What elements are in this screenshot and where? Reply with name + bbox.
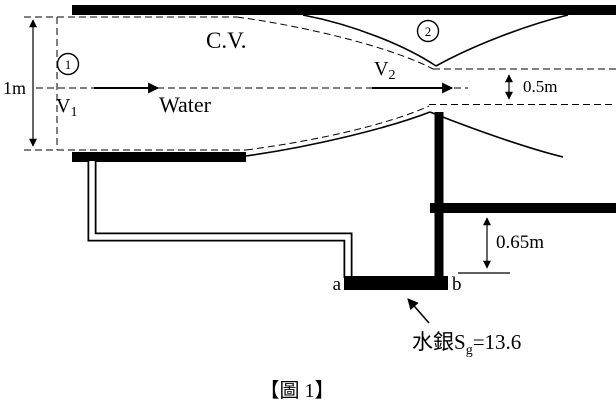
dimension-05m: 0.5m: [505, 74, 557, 100]
nozzle-bottom-right-wall: [429, 111, 564, 158]
water-label: Water: [159, 92, 212, 117]
lower-right-wall: [430, 203, 616, 213]
manometer-left-tube-outer: [87, 161, 353, 278]
station-2-number: 2: [425, 24, 432, 39]
manometer: [87, 112, 448, 290]
cv-top-converging-line: [236, 16, 434, 70]
cv-bottom-converging-line: [245, 105, 430, 151]
station-1-marker: 1: [56, 52, 80, 76]
station-1-circle: [56, 52, 80, 76]
mercury-label: 水銀Sg=13.6: [412, 330, 521, 358]
nozzle-top-right-wall: [435, 14, 569, 67]
top-wall: [72, 5, 616, 15]
nozzle-bottom-left-wall: [245, 111, 431, 157]
v2-label: V2: [374, 58, 395, 83]
v2-symbol: V: [374, 58, 389, 80]
figure-caption: 【圖 1】: [260, 380, 335, 402]
mercury-column: [344, 276, 448, 290]
cv-label: C.V.: [206, 28, 247, 53]
v2-subscript: 2: [388, 68, 395, 83]
v1-subscript: 1: [70, 105, 77, 120]
mercury-label-text: 水銀S: [412, 330, 466, 354]
mercury-pointer-arrow: [407, 298, 430, 324]
station-2-circle: [416, 19, 440, 43]
station-2-marker: 2: [416, 19, 440, 43]
v1-label: V1: [56, 95, 77, 120]
point-b-label: b: [452, 274, 462, 295]
manometer-left-tube-inner: [89, 161, 351, 278]
dimension-065m-label: 0.65m: [496, 232, 544, 253]
v1-symbol: V: [56, 95, 71, 117]
nozzle-top-left-wall: [302, 14, 437, 67]
mercury-label-value: =13.6: [473, 330, 522, 354]
dimension-1m: 1m: [3, 19, 37, 147]
dimension-065m: 0.65m: [458, 217, 544, 274]
dimension-05m-label: 0.5m: [523, 77, 557, 96]
point-a-label: a: [333, 274, 342, 295]
bottom-left-wall: [72, 152, 246, 162]
mercury-label-subscript: g: [466, 343, 473, 358]
dimension-1m-label: 1m: [3, 78, 26, 98]
nozzle-walls: [245, 14, 569, 158]
station-1-number: 1: [65, 57, 72, 72]
